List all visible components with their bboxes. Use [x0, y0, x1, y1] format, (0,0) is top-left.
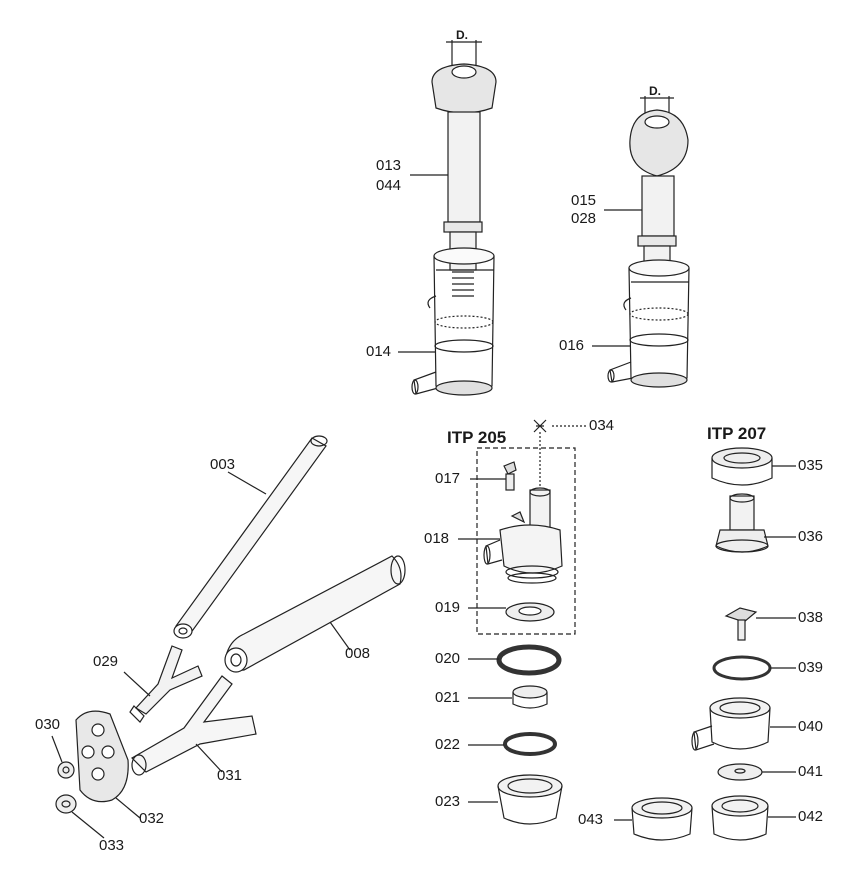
seal-019 [468, 602, 555, 622]
body-018 [458, 487, 563, 584]
part-label-042: 042 [798, 808, 824, 825]
part-label-003: 003 [210, 456, 236, 473]
itp207-header: ITP 207 [707, 424, 767, 443]
body-040 [691, 697, 796, 751]
washer-033 [55, 794, 105, 839]
part-label-041: 041 [798, 763, 824, 780]
nut-023 [468, 774, 563, 825]
part-label-017: 017 [435, 470, 461, 487]
valve-017 [470, 461, 517, 491]
y-connector-029 [123, 645, 203, 723]
ring-022 [468, 732, 557, 756]
part-label-028: 028 [571, 210, 597, 227]
part-label-013: 013 [376, 157, 402, 174]
itp205-header: ITP 205 [447, 428, 507, 447]
manifold-plate-032 [75, 710, 141, 819]
nut-043 [614, 797, 693, 841]
ring-039 [712, 655, 796, 681]
hose-003 [173, 435, 328, 639]
disc-041 [717, 763, 796, 781]
part-label-030: 030 [35, 716, 61, 733]
tube-assembly-013 [398, 40, 497, 396]
part-label-032: 032 [139, 810, 165, 827]
part-label-036: 036 [798, 528, 824, 545]
part-label-018: 018 [424, 530, 450, 547]
dimension-label-left: D. [456, 28, 468, 42]
part-label-023: 023 [435, 793, 461, 810]
tube-assembly-015 [592, 96, 690, 388]
part-label-014: 014 [366, 343, 392, 360]
part-label-044: 044 [376, 177, 402, 194]
part-label-029: 029 [93, 653, 119, 670]
ring-020 [468, 644, 562, 676]
part-label-034: 034 [589, 417, 615, 434]
part-label-022: 022 [435, 736, 461, 753]
nut-035 [711, 447, 796, 486]
part-label-008: 008 [345, 645, 371, 662]
impeller-038 [724, 607, 796, 641]
nozzle-034 [533, 419, 586, 488]
cap-021 [468, 685, 548, 709]
part-label-039: 039 [798, 659, 824, 676]
dimension-label-right: D. [649, 84, 661, 98]
part-label-038: 038 [798, 609, 824, 626]
part-label-015: 015 [571, 192, 597, 209]
part-label-019: 019 [435, 599, 461, 616]
part-label-021: 021 [435, 689, 461, 706]
part-label-020: 020 [435, 650, 461, 667]
hose-008 [224, 555, 406, 673]
part-label-040: 040 [798, 718, 824, 735]
part-label-033: 033 [99, 837, 125, 854]
adapter-036 [715, 493, 796, 553]
y-pipe-031 [131, 675, 257, 776]
washer-030 [51, 735, 75, 779]
nut-042 [711, 795, 796, 841]
part-label-016: 016 [559, 337, 585, 354]
part-label-031: 031 [217, 767, 243, 784]
part-label-035: 035 [798, 457, 824, 474]
itp205-dashed-box [476, 447, 576, 635]
part-label-043: 043 [578, 811, 604, 828]
